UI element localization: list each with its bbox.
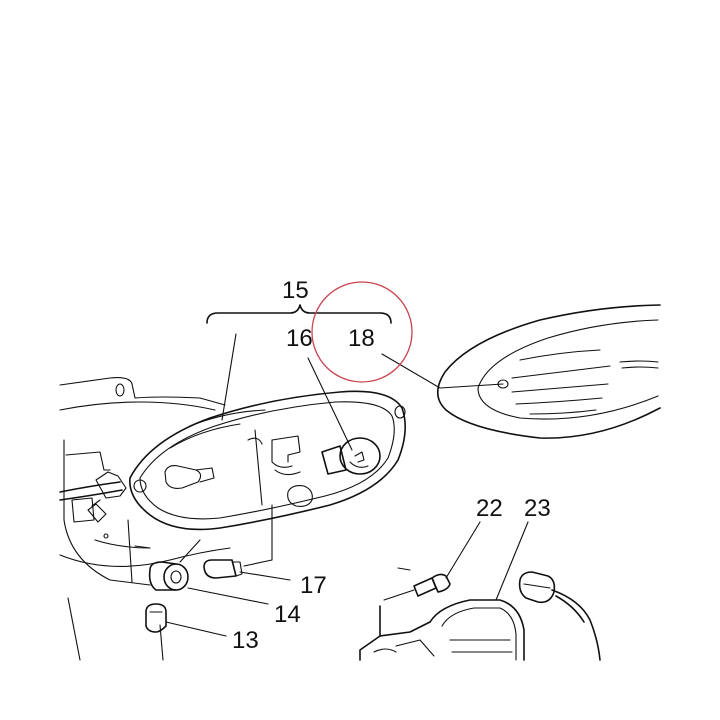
label-17: 17	[300, 572, 327, 599]
leader-23	[495, 521, 529, 601]
wiring-harness	[59, 471, 127, 523]
bulb-17	[203, 559, 243, 579]
leader-lines	[165, 333, 529, 637]
screw-13	[145, 603, 167, 633]
group-bracket	[206, 304, 392, 324]
label-23: 23	[524, 495, 551, 522]
leader-13	[165, 621, 227, 637]
leader-18b	[439, 383, 504, 389]
leader-17	[239, 571, 291, 581]
tail-light-housing	[129, 390, 406, 531]
rear-body-panel	[59, 377, 411, 661]
label-14: 14	[274, 601, 301, 628]
tail-light-lens	[436, 304, 661, 439]
leader-15	[221, 333, 237, 421]
bulb-16	[321, 437, 381, 475]
label-22: 22	[476, 495, 503, 522]
label-13: 13	[232, 627, 259, 654]
highlight-circle	[311, 281, 413, 383]
leader-22	[445, 521, 481, 579]
label-18: 18	[348, 325, 375, 352]
leader-bulb-17	[243, 504, 273, 567]
grommet-14	[148, 561, 189, 591]
leader-18	[381, 353, 441, 389]
label-16: 16	[286, 325, 313, 352]
leader-14	[187, 587, 269, 605]
leader-grommet	[179, 539, 201, 563]
turn-signal-23	[359, 571, 601, 661]
label-15: 15	[282, 277, 309, 304]
bolt-22	[383, 573, 451, 601]
leader-16	[307, 357, 353, 451]
